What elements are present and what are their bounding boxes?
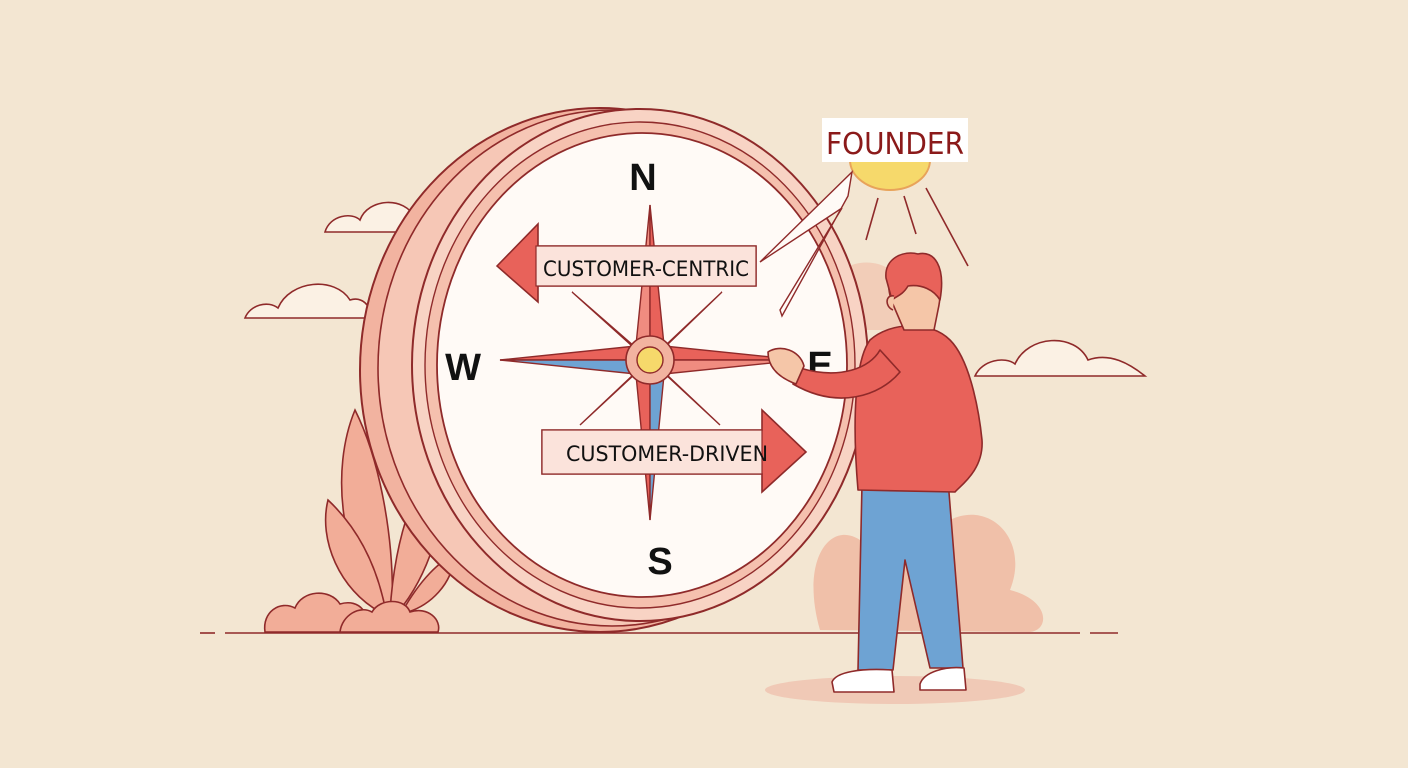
cloud-left-mid xyxy=(243,283,372,319)
arrow-customer-centric: CUSTOMER-CENTRIC xyxy=(495,222,757,304)
cardinal-north: N xyxy=(629,157,656,199)
light-beam xyxy=(759,170,854,318)
founder-person xyxy=(767,252,983,693)
cardinal-west: W xyxy=(445,347,481,389)
person-shadow xyxy=(765,676,1025,704)
cardinal-south: S xyxy=(647,541,672,583)
label-customer-driven: CUSTOMER-DRIVEN xyxy=(566,442,768,466)
sun xyxy=(848,159,969,267)
label-customer-centric: CUSTOMER-CENTRIC xyxy=(543,257,749,281)
founder-label: FOUNDER xyxy=(826,127,964,162)
founder-tag: FOUNDER xyxy=(822,118,968,162)
cloud-right xyxy=(973,339,1148,377)
arrow-customer-driven: CUSTOMER-DRIVEN xyxy=(541,408,808,494)
